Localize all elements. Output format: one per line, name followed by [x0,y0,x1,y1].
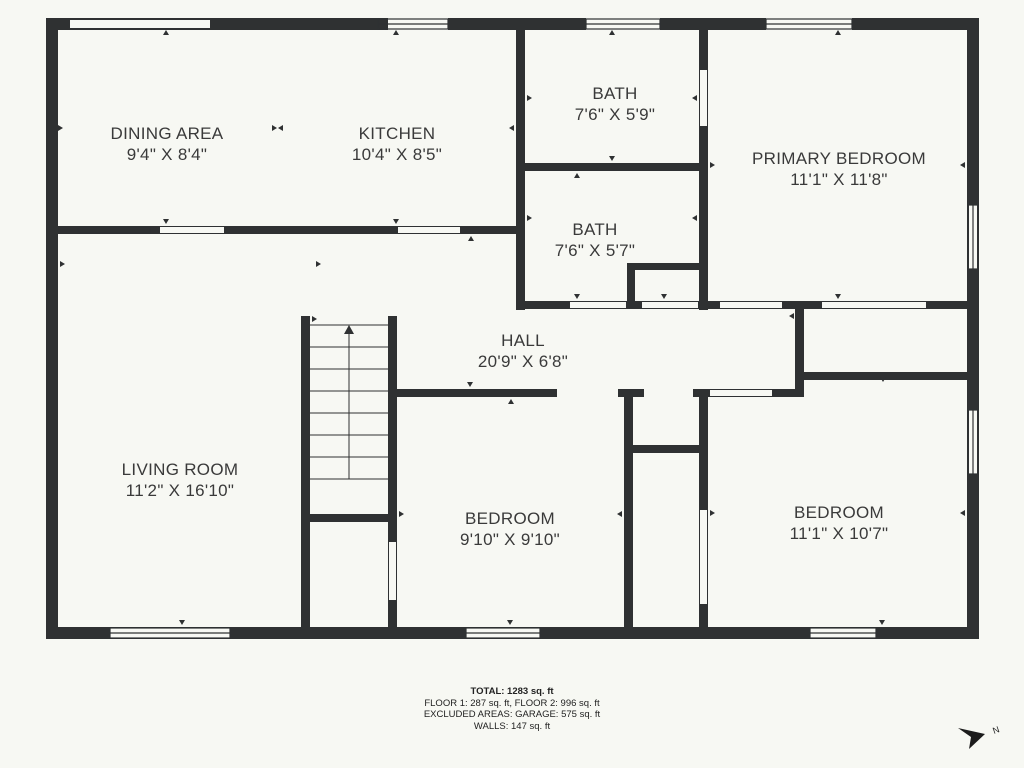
staircase [310,324,388,480]
room-dimensions: 11'2" X 16'10" [125,481,235,500]
room-name: KITCHEN [358,124,436,143]
wall-bedroom1-right [624,397,633,639]
room-dimensions: 20'9" X 6'8" [477,352,569,371]
room-dimensions: 9'10" X 9'10" [460,530,560,549]
wall-hall-closet-bottom [795,372,979,380]
room-bath-upper: BATH 7'6" X 5'9" [575,83,655,125]
wall-stair-landing [310,514,390,522]
room-dimensions: 7'6" X 5'9" [574,105,656,124]
room-name: BEDROOM [465,509,555,528]
room-primary-bedroom: PRIMARY BEDROOM 11'1" X 11'8" [752,148,926,190]
wall-top [46,18,979,30]
room-dining-area: DINING AREA 9'4" X 8'4" [111,123,224,165]
room-kitchen: KITCHEN 10'4" X 8'5" [352,123,442,165]
room-dimensions: 7'6" X 5'7" [554,241,636,260]
wall-stair-left [301,316,310,639]
room-bath-lower: BATH 7'6" X 5'7" [555,219,635,261]
room-name: BEDROOM [794,503,884,522]
room-living-room: LIVING ROOM 11'2" X 16'10" [122,459,239,501]
compass-label: N [991,724,1001,736]
summary-walls: WALLS: 147 sq. ft [473,720,551,732]
window-left-dining [77,226,151,234]
stair-arrow-icon [344,325,354,334]
room-name: PRIMARY BEDROOM [752,149,926,168]
room-dimensions: 11'1" X 11'8" [790,170,888,189]
room-name: BATH [572,220,618,239]
wall-hall-bottom [397,389,557,397]
wall-bath-divider [525,163,703,171]
wall-kitchen-living [58,226,524,234]
room-name: DINING AREA [110,124,224,143]
room-name: BATH [592,84,638,103]
room-bedroom-right: BEDROOM 11'1" X 10'7" [790,502,889,544]
wall-closet-side [627,263,635,307]
wall-hall-closet [795,301,804,397]
area-summary: TOTAL: 1283 sq. ft FLOOR 1: 287 sq. ft, … [424,686,600,732]
wall-kitchen-bath [516,30,525,310]
wall-left [46,18,58,639]
summary-total: TOTAL: 1283 sq. ft [470,686,554,697]
room-bedroom-center: BEDROOM 9'10" X 9'10" [460,508,560,550]
wall-right [967,18,979,639]
summary-excluded: EXCLUDED AREAS: GARAGE: 575 sq. ft [423,709,601,720]
wall-bath-primary [699,30,708,310]
summary-floors: FLOOR 1: 287 sq. ft, FLOOR 2: 996 sq. ft [424,697,600,709]
room-dimensions: 9'4" X 8'4" [126,145,208,164]
room-name: HALL [501,331,545,350]
room-dimensions: 11'1" X 10'7" [789,524,889,543]
wall-closet-top [627,263,703,270]
room-dimensions: 10'4" X 8'5" [351,145,443,164]
room-hall: HALL 20'9" X 6'8" [478,330,568,372]
wall-stair-right [388,316,397,639]
wall-closet-mid [633,445,701,453]
wall-hall-bottom-mid [618,389,644,397]
room-name: LIVING ROOM [121,460,239,479]
compass-icon: N [958,724,1001,749]
